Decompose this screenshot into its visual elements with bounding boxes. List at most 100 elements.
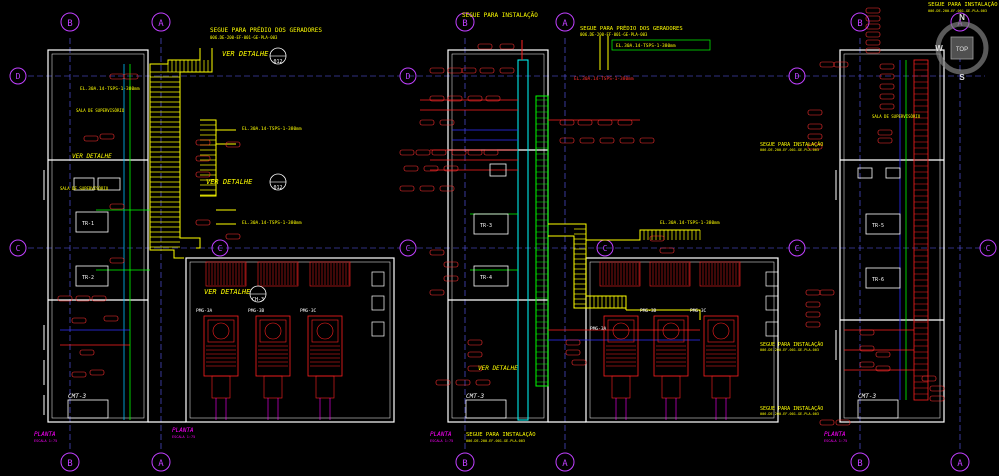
middle-tr-1[interactable]: TR-3 <box>480 223 492 229</box>
grid-marker-top-5: B <box>850 12 870 32</box>
circuit-tag <box>195 171 211 178</box>
left-detail-bubble-2[interactable]: 012 <box>269 173 287 191</box>
generator-base <box>263 375 283 399</box>
left-pmg-3[interactable]: PMG-3C <box>300 308 317 314</box>
grid-marker-top-2: A <box>151 12 171 32</box>
middle-pmg-2[interactable]: PMG-3B <box>640 308 657 314</box>
circuit-tag <box>467 365 483 372</box>
right-tr-2[interactable]: TR-6 <box>872 277 884 283</box>
left-escala: ESCALA 1:75 <box>34 439 57 443</box>
circuit-tag <box>91 295 107 302</box>
middle-segue: SEGUE PARA INSTALAÇÃO <box>466 431 536 438</box>
generator-engine <box>207 319 235 343</box>
grid-marker-bottom-4: A <box>555 452 575 472</box>
left-ver-detalhe-1[interactable]: VER DETALHE <box>222 50 269 58</box>
left-tag-1: EL.30A.14-TSPS-1-380mm <box>80 86 140 92</box>
generator-fan <box>212 322 230 340</box>
left-tr-1[interactable]: TR-1 <box>82 221 94 227</box>
svg-text:B: B <box>462 19 467 29</box>
right-tr-1[interactable]: TR-5 <box>872 223 884 229</box>
right-segue-3: SEGUE PARA INSTALAÇÃO <box>760 405 823 412</box>
circuit-tag <box>877 137 893 144</box>
viewcube-compass[interactable]: TOP N W S <box>931 4 993 88</box>
circuit-tag <box>467 351 483 358</box>
circuit-tag <box>639 137 655 144</box>
circuit-tag <box>451 149 467 156</box>
svg-text:A: A <box>562 19 568 29</box>
left-sala-label: SALA DE SUPERVISÓRIO <box>76 108 125 113</box>
svg-text:012: 012 <box>273 185 282 191</box>
circuit-tag <box>443 261 459 268</box>
left-red-tags <box>57 73 241 378</box>
generator-engine <box>607 319 635 343</box>
circuit-tag <box>879 93 895 100</box>
left-planta-2: PLANTA <box>172 427 194 434</box>
circuit-tag <box>649 235 665 242</box>
generator-base <box>611 375 631 399</box>
circuit-tag <box>429 95 445 102</box>
svg-text:B: B <box>857 459 862 469</box>
circuit-tag <box>805 301 821 308</box>
grid-marker-side-3: D <box>399 67 417 85</box>
circuit-tag <box>71 371 87 378</box>
circuit-tag <box>419 185 435 192</box>
grid-marker-side-6: C <box>788 239 806 257</box>
generator-set <box>703 315 739 420</box>
radiator-hatch <box>208 263 350 285</box>
middle-ver-detalhe[interactable]: VER DETALHE <box>478 365 518 372</box>
circuit-tag <box>83 135 99 142</box>
generator-fan <box>316 322 334 340</box>
left-pmg-2[interactable]: PMG-3B <box>248 308 265 314</box>
grid-marker-side-1: D <box>9 67 27 85</box>
generator-engine <box>259 319 287 343</box>
right-cmt[interactable]: CMT-3 <box>858 393 876 400</box>
left-detail-bubble-3[interactable]: CH-3 <box>249 285 267 303</box>
circuit-tag <box>865 39 881 46</box>
generator-fan <box>712 322 730 340</box>
tray-rungs <box>150 60 216 248</box>
svg-text:C: C <box>16 244 21 253</box>
circuit-tag <box>875 351 891 358</box>
left-sala2-label: SALA DE SUPERVISÓRIO <box>60 186 109 191</box>
circuit-tag <box>435 379 451 386</box>
circuit-tag <box>195 155 211 162</box>
right-planta: PLANTA <box>824 431 846 438</box>
left-ver-detalhe-3[interactable]: VER DETALHE <box>204 288 251 296</box>
left-header-ref: 006.DE-200-EF-001-GE-PLA-003 <box>210 35 278 40</box>
generator-base <box>711 375 731 399</box>
middle-cmt[interactable]: CMT-3 <box>466 393 484 400</box>
middle-pmg-1[interactable]: PMG-3A <box>590 326 607 332</box>
left-building-walls <box>47 49 395 423</box>
circuit-tag <box>419 119 435 126</box>
middle-tr-2[interactable]: TR-4 <box>480 275 492 281</box>
left-detail-bubble-1[interactable]: 012 <box>269 47 287 65</box>
circuit-tag <box>225 233 241 240</box>
middle-red-tags <box>399 43 675 386</box>
circuit-tag <box>103 315 119 322</box>
grid-marker-bottom-6: A <box>950 452 970 472</box>
left-tr-2[interactable]: TR-2 <box>82 275 94 281</box>
circuit-tag <box>565 349 581 356</box>
middle-escala: ESCALA 1:75 <box>430 439 453 443</box>
left-ver-detalhe-4[interactable]: VER DETALHE <box>72 153 112 160</box>
svg-text:A: A <box>562 459 568 469</box>
circuit-tag <box>805 321 821 328</box>
left-cmt[interactable]: CMT-3 <box>68 393 86 400</box>
circuit-tag <box>467 339 483 346</box>
svg-text:B: B <box>67 459 72 469</box>
circuit-tag <box>455 379 471 386</box>
circuit-tag <box>443 275 459 282</box>
circuit-tag <box>467 149 483 156</box>
circuit-tag <box>195 219 211 226</box>
compass-south: S <box>959 73 965 82</box>
middle-pmg-3[interactable]: PMG-3C <box>690 308 707 314</box>
left-tag-2: EL.30A.14-TSPS-1-380mm <box>242 126 302 132</box>
svg-text:B: B <box>67 19 72 29</box>
left-pmg-1[interactable]: PMG-3A <box>196 308 213 314</box>
circuit-tag <box>865 15 881 22</box>
generator-set <box>255 315 291 420</box>
left-ver-detalhe-2[interactable]: VER DETALHE <box>206 178 253 186</box>
circuit-tag <box>819 289 835 296</box>
circuit-tag <box>429 67 445 74</box>
